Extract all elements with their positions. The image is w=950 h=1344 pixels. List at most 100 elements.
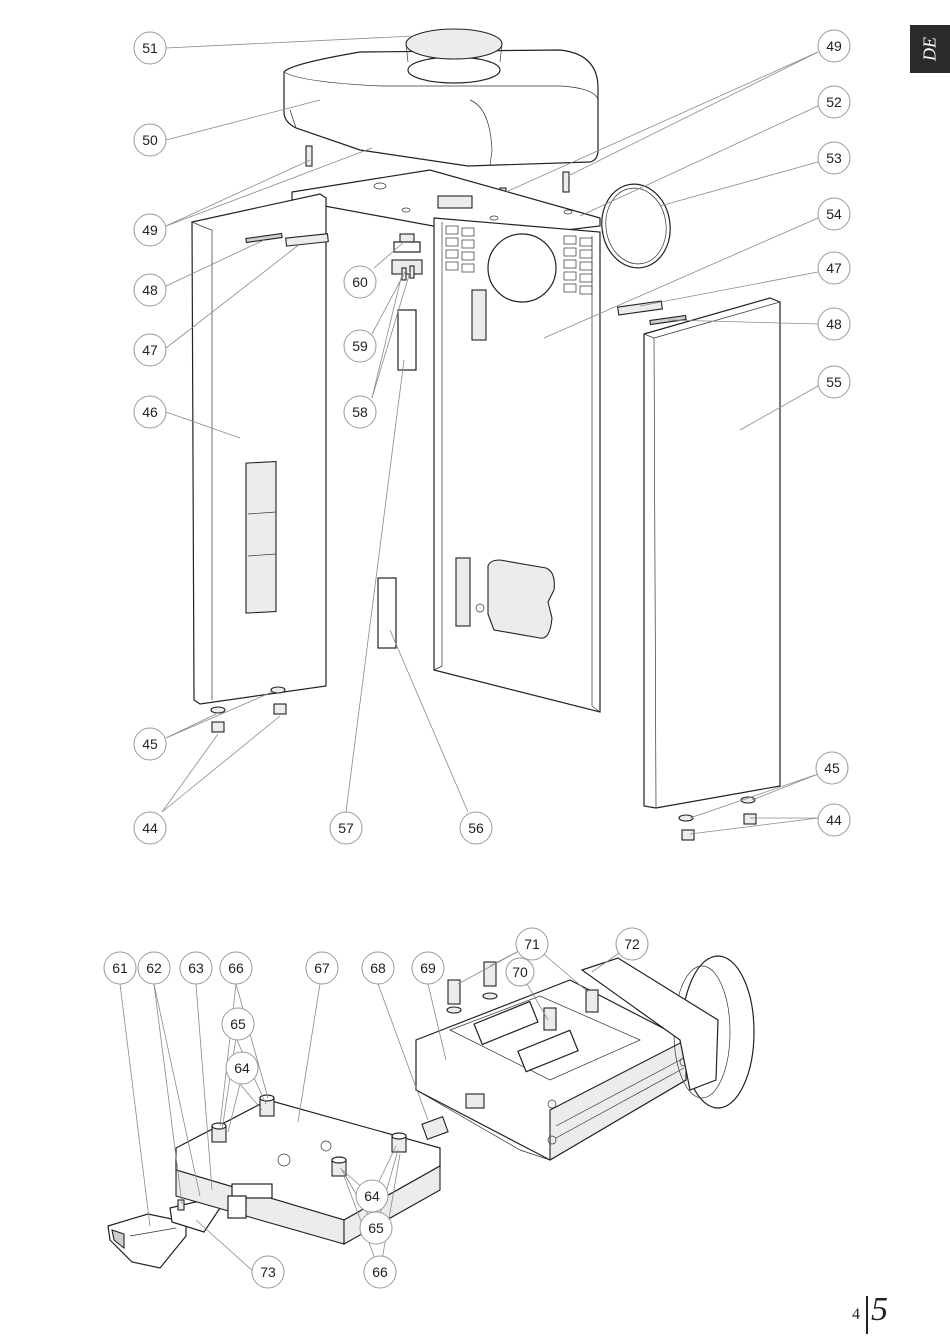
callout-65: 65: [221, 1007, 255, 1041]
callout-58: 58: [343, 395, 377, 429]
svg-text:58: 58: [352, 404, 368, 420]
svg-text:49: 49: [826, 38, 842, 54]
screw-part: [409, 265, 415, 279]
svg-text:48: 48: [826, 316, 842, 332]
stud-part: [259, 1094, 275, 1117]
svg-text:60: 60: [352, 274, 368, 290]
svg-text:64: 64: [234, 1060, 250, 1076]
bolt-part: [447, 979, 461, 1005]
washer-part: [270, 686, 286, 694]
callout-51: 51: [133, 31, 167, 65]
fan-flange-part: [580, 955, 755, 1109]
callout-68: 68: [361, 951, 395, 985]
washer-part: [740, 796, 756, 804]
svg-text:48: 48: [142, 282, 158, 298]
ash-tray-part: [107, 1213, 187, 1269]
svg-text:63: 63: [188, 960, 204, 976]
svg-text:61: 61: [112, 960, 128, 976]
callout-47: 47: [817, 251, 851, 285]
left-side-panel-part: [191, 193, 327, 705]
language-tab-label: DE: [919, 37, 940, 61]
base-plate-part: [175, 1099, 441, 1245]
right-side-panel-part: [643, 297, 781, 809]
callout-54: 54: [817, 197, 851, 231]
svg-text:66: 66: [372, 1264, 388, 1280]
svg-text:51: 51: [142, 40, 158, 56]
callout-66: 66: [219, 951, 253, 985]
panel-clip-part: [285, 233, 329, 247]
leader-lines: [119, 35, 819, 1273]
callout-62: 62: [137, 951, 171, 985]
panel-clip-part: [617, 300, 663, 316]
stud-part: [391, 1132, 407, 1153]
flue-cap-part: [405, 28, 503, 84]
page-number-right: 5: [871, 1291, 888, 1328]
svg-text:62: 62: [146, 960, 162, 976]
svg-text:66: 66: [228, 960, 244, 976]
svg-text:65: 65: [230, 1016, 246, 1032]
svg-text:54: 54: [826, 206, 842, 222]
svg-text:59: 59: [352, 338, 368, 354]
svg-text:47: 47: [142, 342, 158, 358]
nut-part: [211, 721, 225, 733]
stud-part: [211, 1122, 227, 1143]
washer-part: [678, 814, 694, 822]
bolt-part: [585, 989, 599, 1013]
svg-text:49: 49: [142, 222, 158, 238]
callout-63: 63: [179, 951, 213, 985]
svg-text:71: 71: [524, 936, 540, 952]
inspection-ring-part: [601, 183, 671, 269]
svg-text:73: 73: [260, 1264, 276, 1280]
svg-text:68: 68: [370, 960, 386, 976]
svg-text:44: 44: [826, 812, 842, 828]
svg-text:65: 65: [368, 1220, 384, 1236]
callout-60: 60: [343, 265, 377, 299]
top-plate-part: [291, 169, 601, 239]
pin-part: [305, 145, 313, 167]
callout-73: 73: [251, 1255, 285, 1289]
callout-65: 65: [359, 1211, 393, 1245]
page-number-left: 4: [852, 1306, 860, 1323]
top-cover-part: [283, 49, 599, 167]
callout-71: 71: [515, 927, 549, 961]
stud-part: [331, 1156, 347, 1177]
washer-part: [482, 992, 498, 1000]
callout-44: 44: [133, 811, 167, 845]
svg-text:72: 72: [624, 936, 640, 952]
language-tab: DE: [910, 25, 950, 73]
svg-text:69: 69: [420, 960, 436, 976]
callout-69: 69: [411, 951, 445, 985]
svg-text:45: 45: [142, 736, 158, 752]
nut-part: [273, 703, 287, 715]
callout-47: 47: [133, 333, 167, 367]
svg-text:53: 53: [826, 150, 842, 166]
callout-57: 57: [329, 811, 363, 845]
bracket-part: [391, 259, 423, 275]
callout-45: 45: [133, 727, 167, 761]
callout-52: 52: [817, 85, 851, 119]
callout-53: 53: [817, 141, 851, 175]
callout-67: 67: [305, 951, 339, 985]
nut-part: [743, 813, 757, 825]
svg-text:55: 55: [826, 374, 842, 390]
callout-70: 70: [505, 957, 535, 987]
svg-text:52: 52: [826, 94, 842, 110]
callout-64: 64: [355, 1179, 389, 1213]
washer-part: [446, 1006, 462, 1014]
callout-56: 56: [459, 811, 493, 845]
callout-46: 46: [133, 395, 167, 429]
cover-plate-part: [397, 309, 417, 371]
callout-72: 72: [615, 927, 649, 961]
page-number-divider: [866, 1296, 868, 1334]
svg-text:45: 45: [824, 760, 840, 776]
nut-part: [681, 829, 695, 841]
svg-text:50: 50: [142, 132, 158, 148]
washer-part: [210, 706, 226, 714]
callout-64: 64: [225, 1051, 259, 1085]
pin-part: [562, 171, 570, 193]
callout-50: 50: [133, 123, 167, 157]
callout-59: 59: [343, 329, 377, 363]
svg-text:44: 44: [142, 820, 158, 836]
ignition-connector-part: [421, 1093, 485, 1140]
